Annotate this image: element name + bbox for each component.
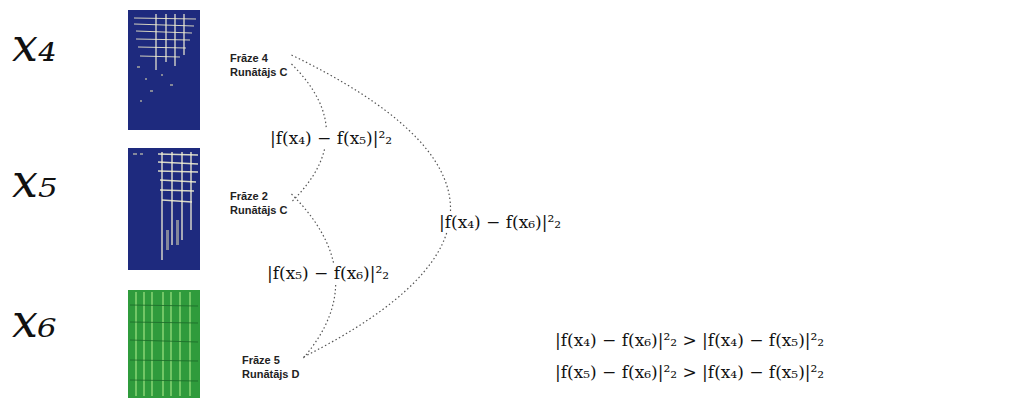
- distance-label: |f(x₄) − f(x₆)|²₂: [437, 212, 563, 232]
- phrase-node: Frāze 4Runātājs C: [228, 50, 289, 80]
- sample-label: x₄: [12, 22, 56, 68]
- speaker-name: Runātājs C: [230, 65, 287, 79]
- sample-label: x₅: [12, 158, 56, 204]
- phrase-node: Frāze 2Runātājs C: [228, 188, 289, 218]
- speaker-name: Runātājs D: [242, 367, 299, 381]
- distance-arc: [291, 55, 450, 357]
- phrase-title: Frāze 2: [230, 189, 287, 203]
- spectrogram-image: [128, 148, 200, 270]
- sample-label: x₆: [12, 298, 56, 344]
- distance-label: |f(x₄) − f(x₅)|²₂: [268, 128, 394, 148]
- phrase-title: Frāze 4: [230, 51, 287, 65]
- phrase-node: Frāze 5Runātājs D: [240, 352, 301, 382]
- spectrogram-image: [128, 10, 200, 130]
- distance-label: |f(x₅) − f(x₆)|²₂: [265, 263, 391, 283]
- spectrogram-image: [128, 290, 200, 398]
- speaker-name: Runātājs C: [230, 203, 287, 217]
- inequality: |f(x₄) − f(x₆)|²₂ > |f(x₄) − f(x₅)|²₂: [555, 330, 824, 350]
- inequality: |f(x₅) − f(x₆)|²₂ > |f(x₄) − f(x₅)|²₂: [555, 362, 824, 382]
- phrase-title: Frāze 5: [242, 353, 299, 367]
